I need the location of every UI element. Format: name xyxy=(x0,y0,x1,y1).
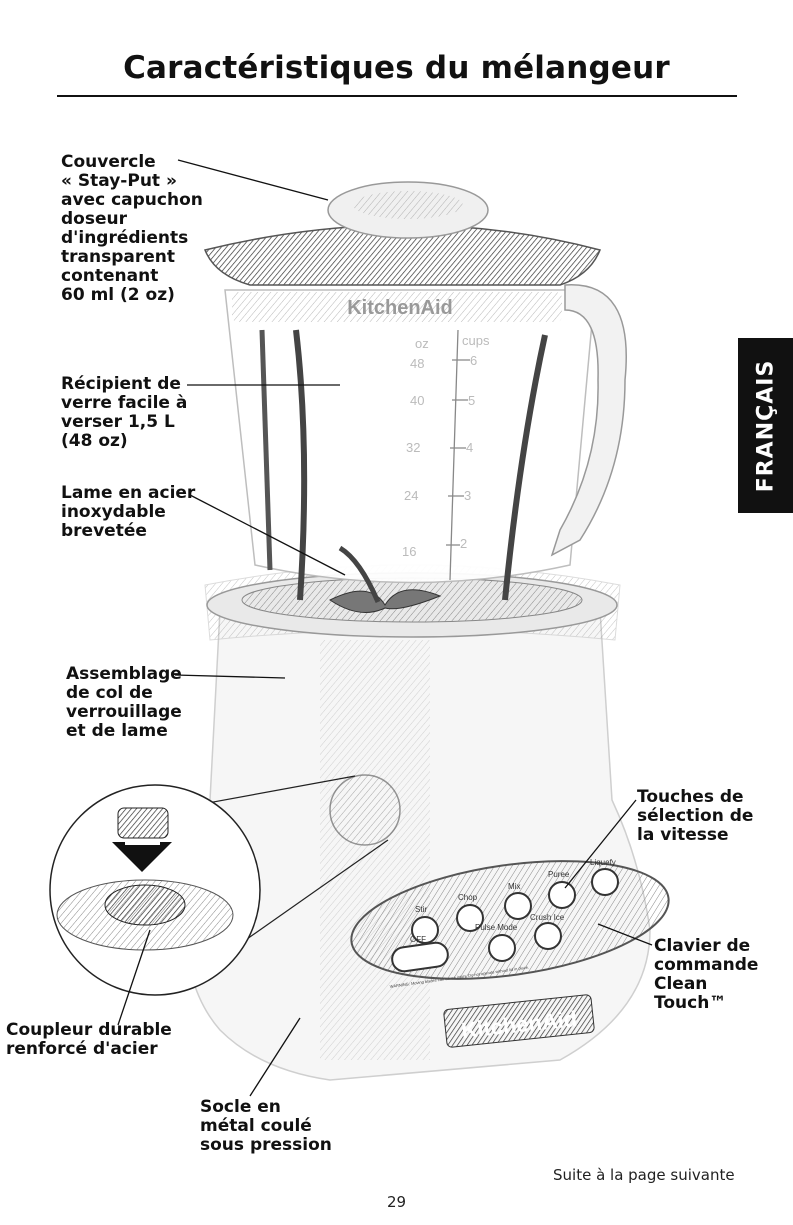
language-tab: FRANÇAIS xyxy=(738,338,793,513)
label-control-panel: Clavier de commande Clean Touch™ xyxy=(654,937,758,1013)
label-base-line: métal coulé xyxy=(200,1116,312,1136)
glass-jar xyxy=(224,289,596,584)
panel-label-crush: Crush Ice xyxy=(530,913,565,922)
scale-cup-4: 4 xyxy=(466,440,473,455)
continued-note: Suite à la page suivante xyxy=(553,1166,735,1184)
panel-label-chop: Chop xyxy=(458,893,478,902)
label-lid-line: d'ingrédients xyxy=(61,228,189,248)
jar-brand-text: KitchenAid xyxy=(347,297,453,319)
label-coupler-line: renforcé d'acier xyxy=(6,1039,158,1059)
scale-ticks xyxy=(446,329,470,581)
lid-cap-top xyxy=(353,191,463,219)
label-lid-line: « Stay-Put » xyxy=(61,171,177,191)
panel-label-puree: Puree xyxy=(548,870,570,879)
scale-oz-24: 24 xyxy=(404,488,418,503)
label-lid-line: contenant xyxy=(61,266,159,286)
label-assembly-line: verrouillage xyxy=(66,702,182,722)
label-lid-line: Couvercle xyxy=(61,152,156,172)
leader-blade xyxy=(189,494,346,576)
label-blade-line: inoxydable xyxy=(61,502,166,522)
label-blade-line: Lame en acier xyxy=(61,483,196,503)
base-brand-badge xyxy=(443,994,595,1048)
label-jar-line: verser 1,5 L xyxy=(61,412,175,432)
label-base: Socle en métal coulé sous pression xyxy=(200,1098,332,1155)
leader-assembly xyxy=(174,674,286,679)
label-speed-buttons: Touches de sélection de la vitesse xyxy=(637,788,753,845)
scale-oz-16: 16 xyxy=(402,544,416,559)
jar-brand-band xyxy=(232,292,562,322)
scale-oz-40: 40 xyxy=(410,393,424,408)
label-assembly-line: et de lame xyxy=(66,721,168,741)
label-speed-line: Touches de xyxy=(637,787,744,807)
leader-base xyxy=(249,1017,301,1097)
label-blade-line: brevetée xyxy=(61,521,147,541)
scale-cup-2: 2 xyxy=(460,536,467,551)
label-lid-line: doseur xyxy=(61,209,127,229)
leader-panel xyxy=(597,923,653,946)
scale-oz-32: 32 xyxy=(406,440,420,455)
panel-label-off: OFF xyxy=(410,935,426,944)
leader-speed xyxy=(564,799,637,889)
panel-label-pulse: Pulse Mode xyxy=(475,923,518,932)
label-base-line: sous pression xyxy=(200,1135,332,1155)
label-coupler: Coupleur durable renforcé d'acier xyxy=(6,1021,172,1059)
panel-label-mix: Mix xyxy=(508,882,520,891)
jar-handle xyxy=(550,284,627,557)
measurement-scale: oz cups 48 40 32 24 16 6 5 4 3 2 xyxy=(402,333,490,559)
label-lid-line: 60 ml (2 oz) xyxy=(61,285,175,305)
scale-oz-unit: oz xyxy=(415,336,429,351)
label-jar-line: (48 oz) xyxy=(61,431,128,451)
label-panel-line: Clavier de xyxy=(654,936,751,956)
label-panel-line: Clean xyxy=(654,974,708,994)
label-assembly-line: de col de xyxy=(66,683,153,703)
panel-button-labels: Stir Chop Mix Puree Liquefy OFF Pulse Mo… xyxy=(410,858,616,944)
scale-cup-6: 6 xyxy=(470,353,477,368)
scale-oz-48: 48 xyxy=(410,356,424,371)
label-jar: Récipient de verre facile à verser 1,5 L… xyxy=(61,375,187,451)
jar-left-rib-2 xyxy=(293,329,308,601)
lid xyxy=(203,224,602,286)
label-blade: Lame en acier inoxydable brevetée xyxy=(61,484,195,541)
coupler-top-part xyxy=(117,807,169,839)
jar-right-rib xyxy=(502,334,548,601)
label-lid-line: avec capuchon xyxy=(61,190,203,210)
label-panel-line: Touch™ xyxy=(654,993,727,1013)
label-lid-line: transparent xyxy=(61,247,175,267)
label-coupler-line: Coupleur durable xyxy=(6,1020,172,1040)
label-jar-line: Récipient de xyxy=(61,374,181,394)
page-title: Caractéristiques du mélangeur xyxy=(123,50,670,86)
detail-marker-circle xyxy=(329,774,401,846)
label-assembly-line: Assemblage xyxy=(66,664,182,684)
leader-coupler xyxy=(117,929,151,1026)
coupler-arrow-icon xyxy=(112,842,172,872)
coupler-hub xyxy=(104,884,186,926)
scale-cup-5: 5 xyxy=(468,393,475,408)
panel-label-liquefy: Liquefy xyxy=(590,858,616,867)
label-lid: Couvercle « Stay-Put » avec capuchon dos… xyxy=(61,153,203,305)
label-panel-line: commande xyxy=(654,955,759,975)
label-jar-line: verre facile à xyxy=(61,393,188,413)
label-assembly: Assemblage de col de verrouillage et de … xyxy=(66,665,182,741)
panel-buttons xyxy=(391,868,619,973)
scale-cups-unit: cups xyxy=(462,333,490,348)
scale-cup-3: 3 xyxy=(464,488,471,503)
leader-lid xyxy=(177,159,329,201)
jar-left-rib xyxy=(259,329,273,571)
label-base-line: Socle en xyxy=(200,1097,281,1117)
panel-label-stir: Stir xyxy=(415,905,427,914)
page-number: 29 xyxy=(386,1193,407,1211)
leader-lines xyxy=(117,159,653,1097)
label-speed-line: sélection de xyxy=(637,806,754,826)
base-front-shadow xyxy=(320,640,430,1060)
label-speed-line: la vitesse xyxy=(637,825,729,845)
title-rule xyxy=(57,95,737,97)
blade-fin xyxy=(338,545,381,603)
